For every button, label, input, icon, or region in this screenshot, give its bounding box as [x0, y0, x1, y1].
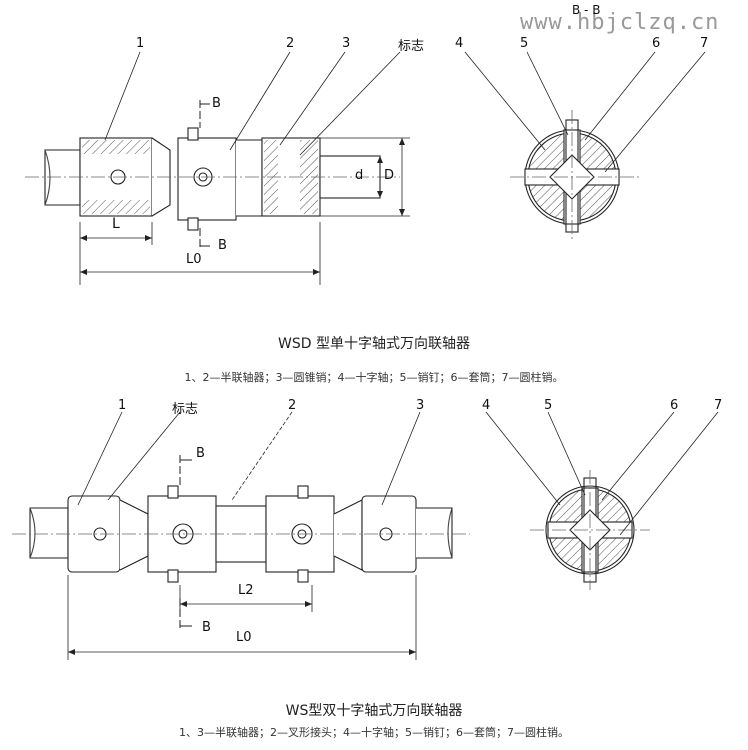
top-dim-d: d — [355, 168, 364, 183]
bottom-title: WS型双十字轴式万向联轴器 — [285, 703, 463, 719]
bottom-callout-5: 5 — [544, 398, 553, 413]
bottom-cut-label-bottom: B — [202, 620, 211, 635]
bottom-callout-7: 7 — [714, 398, 723, 413]
bottom-legend: 1、3—半联轴器；2—叉形接头；4—十字轴；5—销钉；6—套筒；7—圆柱销。 — [179, 726, 569, 739]
bottom-assembly-view — [12, 411, 470, 660]
top-callout-1: 1 — [136, 36, 145, 51]
bottom-callout-1: 1 — [118, 398, 127, 413]
bottom-callout-4: 4 — [482, 398, 491, 413]
bottom-left-shaft — [29, 507, 69, 559]
top-callout-2: 2 — [286, 36, 295, 51]
top-callout-7: 7 — [700, 36, 709, 51]
bottom-callout-6: 6 — [670, 398, 679, 413]
watermark-text: www.hbjclzq.cn — [520, 10, 720, 35]
top-section-label: B - B — [572, 3, 601, 17]
bottom-section-view — [485, 411, 719, 590]
top-section-view — [464, 51, 706, 240]
top-callout-3: 3 — [342, 36, 351, 51]
bottom-callout-3: 3 — [416, 398, 425, 413]
top-callout-6: 6 — [652, 36, 661, 51]
top-cut-label-bottom: B — [218, 238, 227, 253]
bottom-dim-L0: L0 — [236, 630, 252, 645]
top-callout-mark: 标志 — [398, 39, 425, 54]
top-dim-L: L — [112, 216, 120, 232]
bottom-dim-L2: L2 — [238, 583, 254, 598]
top-callout-4: 4 — [455, 36, 464, 51]
bottom-right-shaft — [416, 507, 453, 559]
top-assembly-view — [25, 51, 410, 285]
bottom-cut-label-top: B — [196, 446, 205, 461]
top-dim-L0: L0 — [186, 252, 202, 267]
top-legend: 1、2—半联轴器；3—圆锥销；4—十字轴；5—销钉；6—套筒；7—圆柱销。 — [184, 371, 564, 384]
top-dim-D: D — [384, 168, 395, 183]
bottom-callout-2: 2 — [288, 398, 297, 413]
top-callout-5: 5 — [520, 36, 529, 51]
top-title: WSD 型单十字轴式万向联轴器 — [278, 336, 470, 352]
top-cut-label-top: B — [212, 96, 221, 111]
bottom-callout-mark: 标志 — [172, 402, 199, 417]
